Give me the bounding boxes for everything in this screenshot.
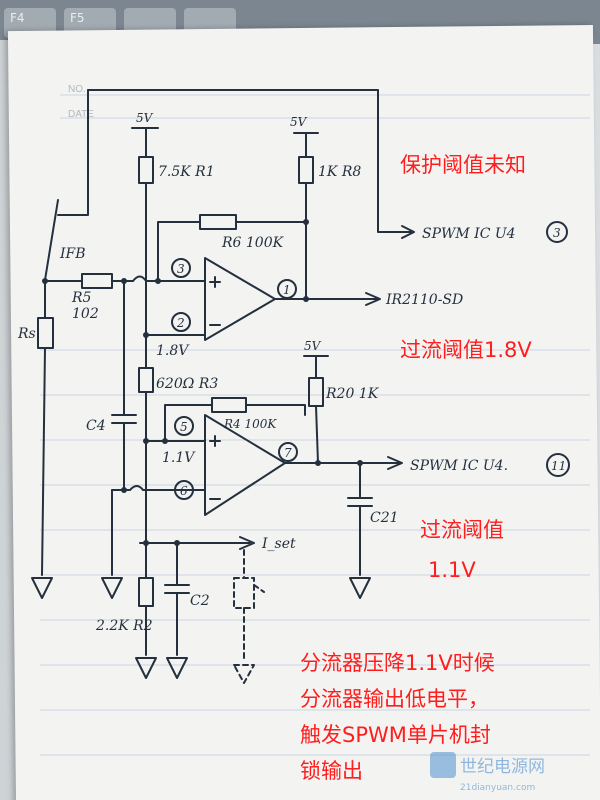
label-spwm-top-pin: 3 bbox=[553, 226, 561, 240]
label-pin2: 2 bbox=[176, 316, 185, 330]
label-5v-r1: 5V bbox=[136, 111, 154, 125]
r6-resistor bbox=[199, 214, 237, 230]
note-protect-threshold: 保护阈值未知 bbox=[400, 153, 526, 177]
r8-pullup bbox=[293, 132, 319, 301]
watermark-sub: 21dianyuan.com bbox=[460, 783, 535, 793]
label-5v-r8: 5V bbox=[290, 115, 308, 129]
left-shunt-wire bbox=[31, 199, 59, 599]
label-r6: R6 100K bbox=[221, 235, 285, 251]
label-c2: C2 bbox=[190, 593, 210, 609]
header-no: NO. bbox=[68, 84, 86, 95]
label-r5-value: 102 bbox=[72, 306, 99, 322]
r3-resistor bbox=[138, 367, 154, 393]
opamp-2 bbox=[145, 397, 403, 516]
r2-resistor bbox=[138, 577, 154, 607]
label-r2: 2.2K R2 bbox=[95, 618, 153, 634]
label-pin5: 5 bbox=[180, 420, 188, 434]
label-pin1: 1 bbox=[283, 283, 291, 297]
note-explain-3: 触发SPWM单片机封 bbox=[300, 723, 491, 747]
r4-resistor bbox=[211, 397, 247, 413]
r1-resistor bbox=[138, 156, 154, 184]
label-r4: R4 100K bbox=[223, 417, 277, 431]
iset-network bbox=[135, 499, 255, 679]
label-5v-r20: 5V bbox=[304, 339, 322, 353]
label-1-1v: 1.1V bbox=[162, 450, 196, 466]
label-ifb: IFB bbox=[59, 246, 86, 262]
top-loop-wire bbox=[57, 89, 415, 239]
header-date: DATE bbox=[68, 109, 94, 120]
dashed-pot bbox=[233, 549, 265, 684]
label-r5: R5 bbox=[71, 290, 92, 306]
label-r20: R20 1K bbox=[325, 386, 380, 402]
label-pin3: 3 bbox=[177, 262, 185, 276]
note-overcurrent-1-1v-b: 1.1V bbox=[428, 558, 476, 582]
label-ir2110: IR2110-SD bbox=[385, 292, 463, 308]
label-r3: 620Ω R3 bbox=[156, 376, 218, 392]
note-explain-2: 分流器输出低电平， bbox=[300, 687, 489, 711]
note-explain-4: 锁输出 bbox=[300, 759, 363, 783]
watermark-text: 世纪电源网 bbox=[460, 757, 545, 777]
ruled-lines bbox=[40, 94, 590, 756]
note-explain-1: 分流器压降1.1V时候 bbox=[300, 651, 495, 675]
label-r8: 1K R8 bbox=[318, 164, 361, 180]
label-spwm-mid: SPWM IC U4. bbox=[410, 458, 508, 474]
label-r1: 7.5K R1 bbox=[158, 164, 215, 180]
note-overcurrent-1-8v: 过流阈值1.8V bbox=[400, 338, 532, 362]
r20-pullup bbox=[303, 355, 329, 464]
label-spwm-top: SPWM IC U4 bbox=[422, 226, 516, 242]
r8-resistor bbox=[298, 156, 314, 184]
c4-column bbox=[101, 280, 206, 599]
watermark-logo-icon bbox=[430, 752, 456, 778]
opamp-1 bbox=[204, 257, 381, 341]
r20-resistor bbox=[308, 377, 324, 407]
rs-resistor bbox=[37, 317, 54, 349]
note-overcurrent-1-1v-a: 过流阈值 bbox=[420, 518, 504, 542]
label-c4: C4 bbox=[86, 418, 106, 434]
label-spwm-mid-pin: 11 bbox=[551, 459, 566, 473]
label-rs: Rs bbox=[17, 326, 36, 342]
label-pin7: 7 bbox=[284, 446, 292, 460]
watermark: 世纪电源网 21dianyuan.com bbox=[430, 752, 545, 793]
c21-column bbox=[347, 462, 373, 599]
r1-divider bbox=[131, 127, 206, 501]
r6-feedback bbox=[157, 214, 307, 282]
label-pin6: 6 bbox=[180, 484, 188, 498]
label-i-set: I_set bbox=[261, 536, 296, 552]
r5-resistor bbox=[81, 273, 113, 289]
label-1-8v: 1.8V bbox=[156, 343, 190, 359]
label-c21: C21 bbox=[370, 510, 399, 526]
